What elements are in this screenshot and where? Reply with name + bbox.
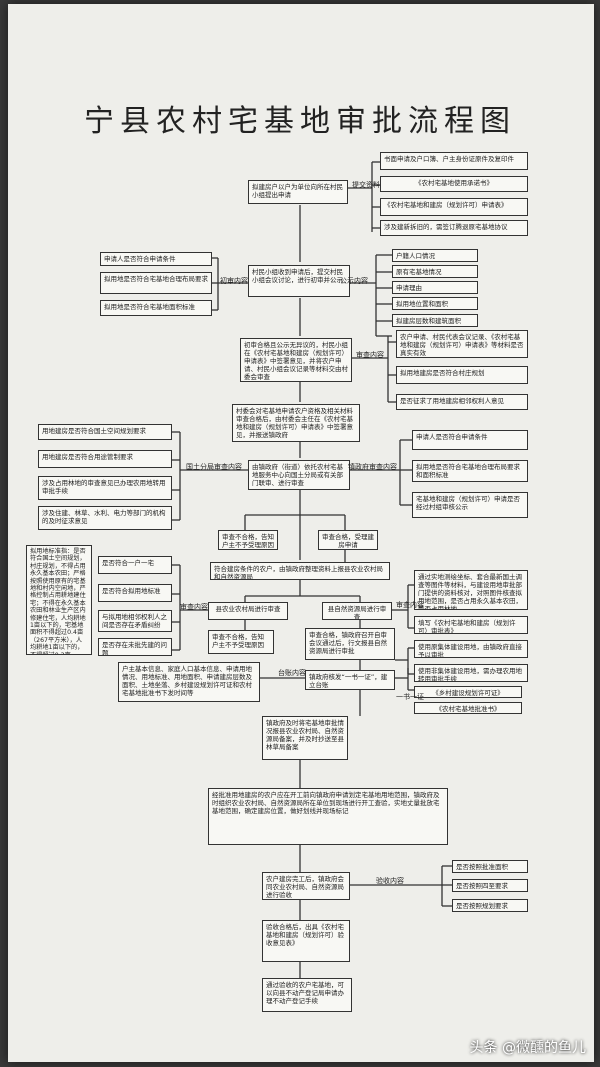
main-step-accept: 审查合格，受理建房申请 <box>318 530 378 550</box>
page-title: 宁县农村宅基地审批流程图 <box>84 104 516 139</box>
main-step-agri-review: 县农业农村局进行审查 <box>208 602 288 620</box>
certificate-item-2: 《农村宅基地批准书》 <box>414 702 522 714</box>
main-step-reject-2: 审查不合格，告知户主不予受理原因 <box>208 630 274 654</box>
publicity-item-2: 原有宅基地情况 <box>392 265 478 278</box>
submit-item-3: 《农村宅基地和建房（规划许可）申请表》 <box>380 198 528 216</box>
label-review-1: 审查内容 <box>356 351 384 359</box>
label-ledger: 台账内容 <box>278 669 306 677</box>
prelim-item-1: 农户申请、村民代表会议记录、《农村宅基地和建房（规划许可）申请表》等材料是否真实… <box>396 330 528 358</box>
main-step-village-review: 初审合格且公示无异议的，村民小组在《农村宅基地和建房（规划许可）申请表》中签署意… <box>240 338 352 382</box>
label-review-3: 审查内容 <box>396 601 424 609</box>
town-review-item-3: 宅基地和建房（规划许可）申请是否经过村组审核公示 <box>412 492 528 518</box>
land-bureau-check-1: 用地建房是否符合国土空间规划要求 <box>38 424 172 440</box>
main-step-town-review: 由镇政府（街道）依托农村宅基地服务中心向国土分局或有关部门联审、进行审查 <box>248 460 350 490</box>
publicity-item-4: 拟用地位置和面积 <box>392 297 478 310</box>
publicity-item-5: 拟建房层数和建筑面积 <box>392 314 478 327</box>
prelim-check-2: 拟用地是否符合宅基地合理布局要求 <box>100 272 212 294</box>
land-bureau-check-2: 用地建房是否符合用途管制要求 <box>38 450 172 468</box>
watermark: 头条 @微醺的鱼儿 <box>469 1040 586 1056</box>
label-submit-materials: 提交资料 <box>352 181 380 189</box>
label-acceptance: 验收内容 <box>376 877 404 885</box>
main-step-site-survey: 经批准用地建房的农户应在开工前向镇政府申请划定宅基地用地范围，镇政府及时组织农业… <box>208 788 448 845</box>
label-prelim: 初审内容 <box>220 277 248 285</box>
publicity-item-1: 户籍人口情况 <box>392 249 478 262</box>
ledger-contents: 户主基本信息、家庭人口基本信息、申请用地情况、用地标准、用地面积、申请建房层数及… <box>118 662 260 702</box>
main-step-report-county: 符合建房条件的农户，由镇政府整理资料上报县农业农村局和自然资源局 <box>210 562 390 580</box>
publicity-item-3: 申请理由 <box>392 281 478 294</box>
submit-item-1: 书面申请及户口簿、户主身份证原件及复印件 <box>380 152 528 170</box>
resource-review-item-2: 填写《农村宅基地和建房（规划许可）审批表》 <box>414 616 528 634</box>
approval-item-1: 使用原集体建设用地，由镇政府直接予以审批 <box>414 640 528 658</box>
acceptance-item-1: 是否按照批准面积 <box>452 860 528 873</box>
agri-check-2: 是否符合拟用地标准 <box>98 584 172 602</box>
land-bureau-check-3: 涉及占用林地的审查意见已办理农用地转用审批手续 <box>38 476 172 500</box>
resource-review-item-1: 通过实地测绘坐标、套合最新国土调查等图件等材料，与建设用地审批部门提供的资料核对… <box>414 570 528 610</box>
label-land-bureau: 国土分局审查内容 <box>186 463 242 471</box>
main-step-acceptance-form: 验收合格后，出具《农村宅基地和建房（规划许可）验收意见表》 <box>262 920 350 962</box>
main-step-resource-review: 县自然资源局进行审查 <box>322 602 392 620</box>
acceptance-item-3: 是否按照规划要求 <box>452 899 528 912</box>
acceptance-item-2: 是否按照四至要求 <box>452 879 528 892</box>
agri-check-1: 是否符合一户一宅 <box>98 556 172 574</box>
prelim-item-3: 是否征求了用地建房相邻权利人意见 <box>396 394 528 410</box>
prelim-check-1: 申请人是否符合申请条件 <box>100 252 212 266</box>
agri-check-4: 是否存在未批先建的问题 <box>98 638 172 656</box>
main-step-reject-1: 审查不合格，告知户主不予受理原因 <box>218 530 278 550</box>
town-review-item-2: 拟用地是否符合宅基地合理布局要求和面积标准 <box>412 460 528 482</box>
label-review-2: 审查内容 <box>180 603 208 611</box>
label-publicity: 公示内容 <box>340 277 368 285</box>
main-step-committee: 村委会对宅基地申请农户资格及相关材料审查合格后，由村委会主任在《农村宅基地和建房… <box>232 404 360 442</box>
label-certificate: 一书一证 <box>396 693 424 701</box>
approval-item-2: 使用非集体建设用地，需办理农用地转用审批手续 <box>414 664 528 682</box>
main-step-group-review: 村民小组收到申请后，提交村民小组会议讨论，进行初审并公示 <box>248 265 350 297</box>
certificate-item-1: 《乡村建设规划许可证》 <box>414 686 522 698</box>
main-step-acceptance: 农户建房完工后，镇政府会同农业农村局、自然资源局进行验收 <box>262 872 350 900</box>
main-step-registration: 通过验收的农户宅基地，可以向县不动产登记局申请办理不动产登记手续 <box>262 978 352 1012</box>
submit-item-2: 《农村宅基地使用承诺书》 <box>380 176 528 192</box>
prelim-check-3: 拟用地是否符合宅基地面积标准 <box>100 300 212 316</box>
land-bureau-check-4: 涉及住建、林草、水利、电力等部门的机构的及时征求意见 <box>38 506 172 530</box>
main-step-issue-certificate: 镇政府核发“一书一证”，建立台账 <box>305 670 395 690</box>
label-town-review: 镇政府审查内容 <box>348 463 397 471</box>
main-step-town-approve: 审查合格，镇政府召开自审会议通过后，行文报县自然资源局进行审批 <box>305 628 395 660</box>
main-step-apply: 拟建房户以户为单位向所在村民小组提出申请 <box>248 180 348 204</box>
agri-check-3: 与拟用地相邻权利人之间是否存在矛盾纠纷 <box>98 610 172 632</box>
main-step-filing: 镇政府及时将宅基地审批情况报县农业农村局、自然资源局备案，并及时抄送至县林草局备… <box>262 716 348 760</box>
town-review-item-1: 申请人是否符合申请条件 <box>412 430 528 450</box>
land-standard-note: 拟用地标准指：是否符合国土空间规划，村庄规划，不得占用永久基本农田；严格按照使用… <box>26 545 92 655</box>
submit-item-4: 涉及建新拆旧的，需签订腾退原宅基地协议 <box>380 220 528 236</box>
prelim-item-2: 拟用地建房是否符合村庄规划 <box>396 366 528 384</box>
